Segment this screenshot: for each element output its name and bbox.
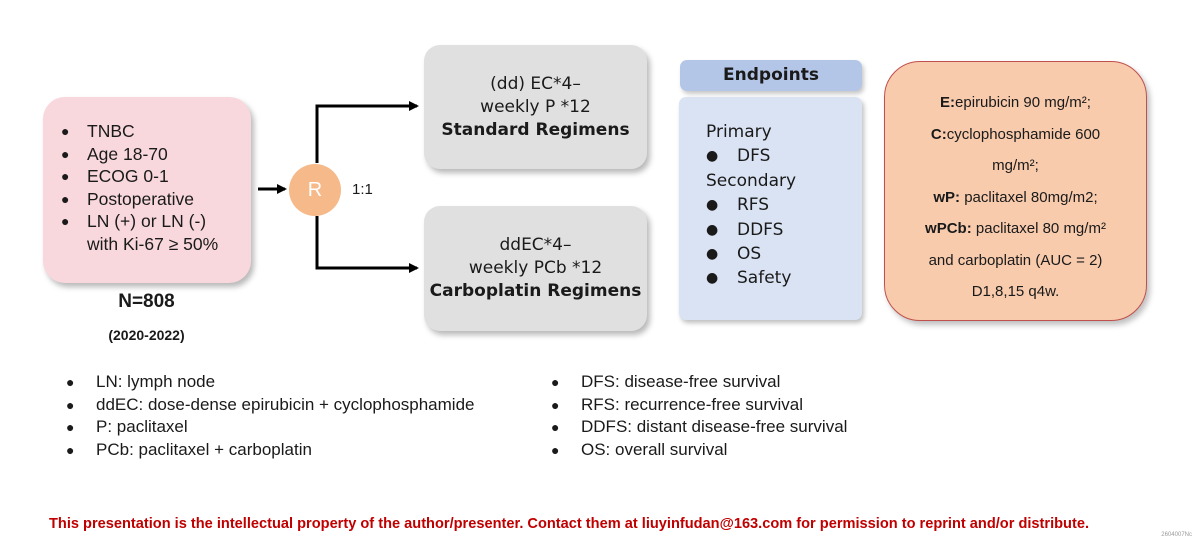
drug-line-carboplatin: and carboplatin (AUC = 2) [928,251,1103,269]
bullet-icon: ● [706,270,719,287]
bullet-icon: ● [61,213,70,229]
drug-line-e: E:epirubicin 90 mg/m²; [940,94,1091,111]
slide-id: 2604007Nc [1161,532,1192,538]
arm-line-2: weekly PCb *12 [468,258,603,278]
bullet-icon: ● [66,374,75,390]
bullet-icon: ● [706,148,719,165]
list-item: ●P: paclitaxel [66,416,474,439]
inclusion-criteria-list: ●TNBC ●Age 18-70 ●ECOG 0-1 ●Postoperativ… [57,120,218,255]
list-item-continuation: with Ki-67 ≥ 50% [87,233,219,254]
list-item: ●Age 18-70 [61,143,168,164]
drug-line-wpcb: wPCb: paclitaxel 80 mg/m² [925,220,1106,237]
bullet-icon: ● [551,442,560,459]
drug-line-schedule: D1,8,15 q4w. [971,283,1060,300]
bullet-icon: ● [61,123,70,139]
drug-line-wp: wP: paclitaxel 80mg/m2; [933,188,1098,206]
secondary-label: Secondary [706,170,797,191]
arm-line-2: weekly P *12 [480,96,591,117]
list-item: ●DDFS [706,218,796,242]
list-item: ●RFS: recurrence-free survival [551,394,847,417]
list-item: ●OS: overall survival [551,439,847,462]
bullet-icon: ● [706,197,719,214]
endpoints-box: Primary ●DFS Secondary ●RFS ●DDFS ●OS ●S… [679,97,862,320]
drug-line-c-cont: mg/m²; [992,157,1039,174]
list-item: ●DFS: disease-free survival [551,371,847,394]
bullet-icon: ● [66,419,75,436]
secondary-endpoints-list: ●RFS ●DDFS ●OS ●Safety [706,193,796,291]
list-item: ●ECOG 0-1 [61,166,169,186]
primary-endpoints-list: ●DFS [706,144,796,168]
copyright-footer: This presentation is the intellectual pr… [49,516,1089,532]
bullet-icon: ● [61,145,70,162]
bullet-icon: ● [551,419,560,436]
enrollment-years: (2020-2022) [108,327,185,343]
endpoints-header: Endpoints [680,60,862,91]
bullet-icon: ● [61,168,70,184]
bullet-icon: ● [551,396,560,413]
abbreviations-right: ●DFS: disease-free survival ●RFS: recurr… [551,371,847,462]
list-item: ●TNBC [61,121,135,141]
list-item: ●OS [706,242,796,266]
inclusion-criteria-box: ●TNBC ●Age 18-70 ●ECOG 0-1 ●Postoperativ… [43,97,251,283]
arrow-to-carboplatin-arm [315,216,419,273]
bullet-icon: ● [706,246,719,263]
list-item: ●RFS [706,193,796,217]
drug-dosing-box: E:epirubicin 90 mg/m²; C:cyclophosphamid… [884,61,1147,321]
randomization-circle: R [289,164,341,216]
list-item: ●Safety [706,266,796,290]
list-item: ●DDFS: distant disease-free survival [551,416,847,439]
arm-name: Carboplatin Regimens [429,281,642,301]
list-item: ●PCb: paclitaxel + carboplatin [66,439,474,462]
arm-line-1: (dd) EC*4– [490,73,581,94]
arm-line-1: ddEC*4– [499,235,572,255]
bullet-icon: ● [706,221,719,238]
primary-label: Primary [706,122,772,142]
list-item: ●LN: lymph node [66,371,474,394]
sample-size: N=808 [118,291,175,312]
arrow-to-standard-arm [315,101,419,163]
standard-regimen-box: (dd) EC*4– weekly P *12 Standard Regimen… [424,45,647,169]
abbreviations-left: ●LN: lymph node ●ddEC: dose-dense epirub… [66,371,474,462]
arm-name: Standard Regimens [441,119,630,140]
list-item: ●Postoperative [61,188,195,209]
carboplatin-regimen-box: ddEC*4– weekly PCb *12 Carboplatin Regim… [424,206,647,331]
bullet-icon: ● [66,442,75,459]
bullet-icon: ● [66,396,75,413]
list-item: ●LN (+) or LN (-) [61,211,207,231]
bullet-icon: ● [61,190,70,207]
list-item: ●ddEC: dose-dense epirubicin + cyclophos… [66,394,474,417]
bullet-icon: ● [551,374,560,390]
drug-line-c: C:cyclophosphamide 600 [930,125,1101,143]
randomization-ratio: 1:1 [352,181,373,198]
list-item: ●DFS [706,144,796,168]
